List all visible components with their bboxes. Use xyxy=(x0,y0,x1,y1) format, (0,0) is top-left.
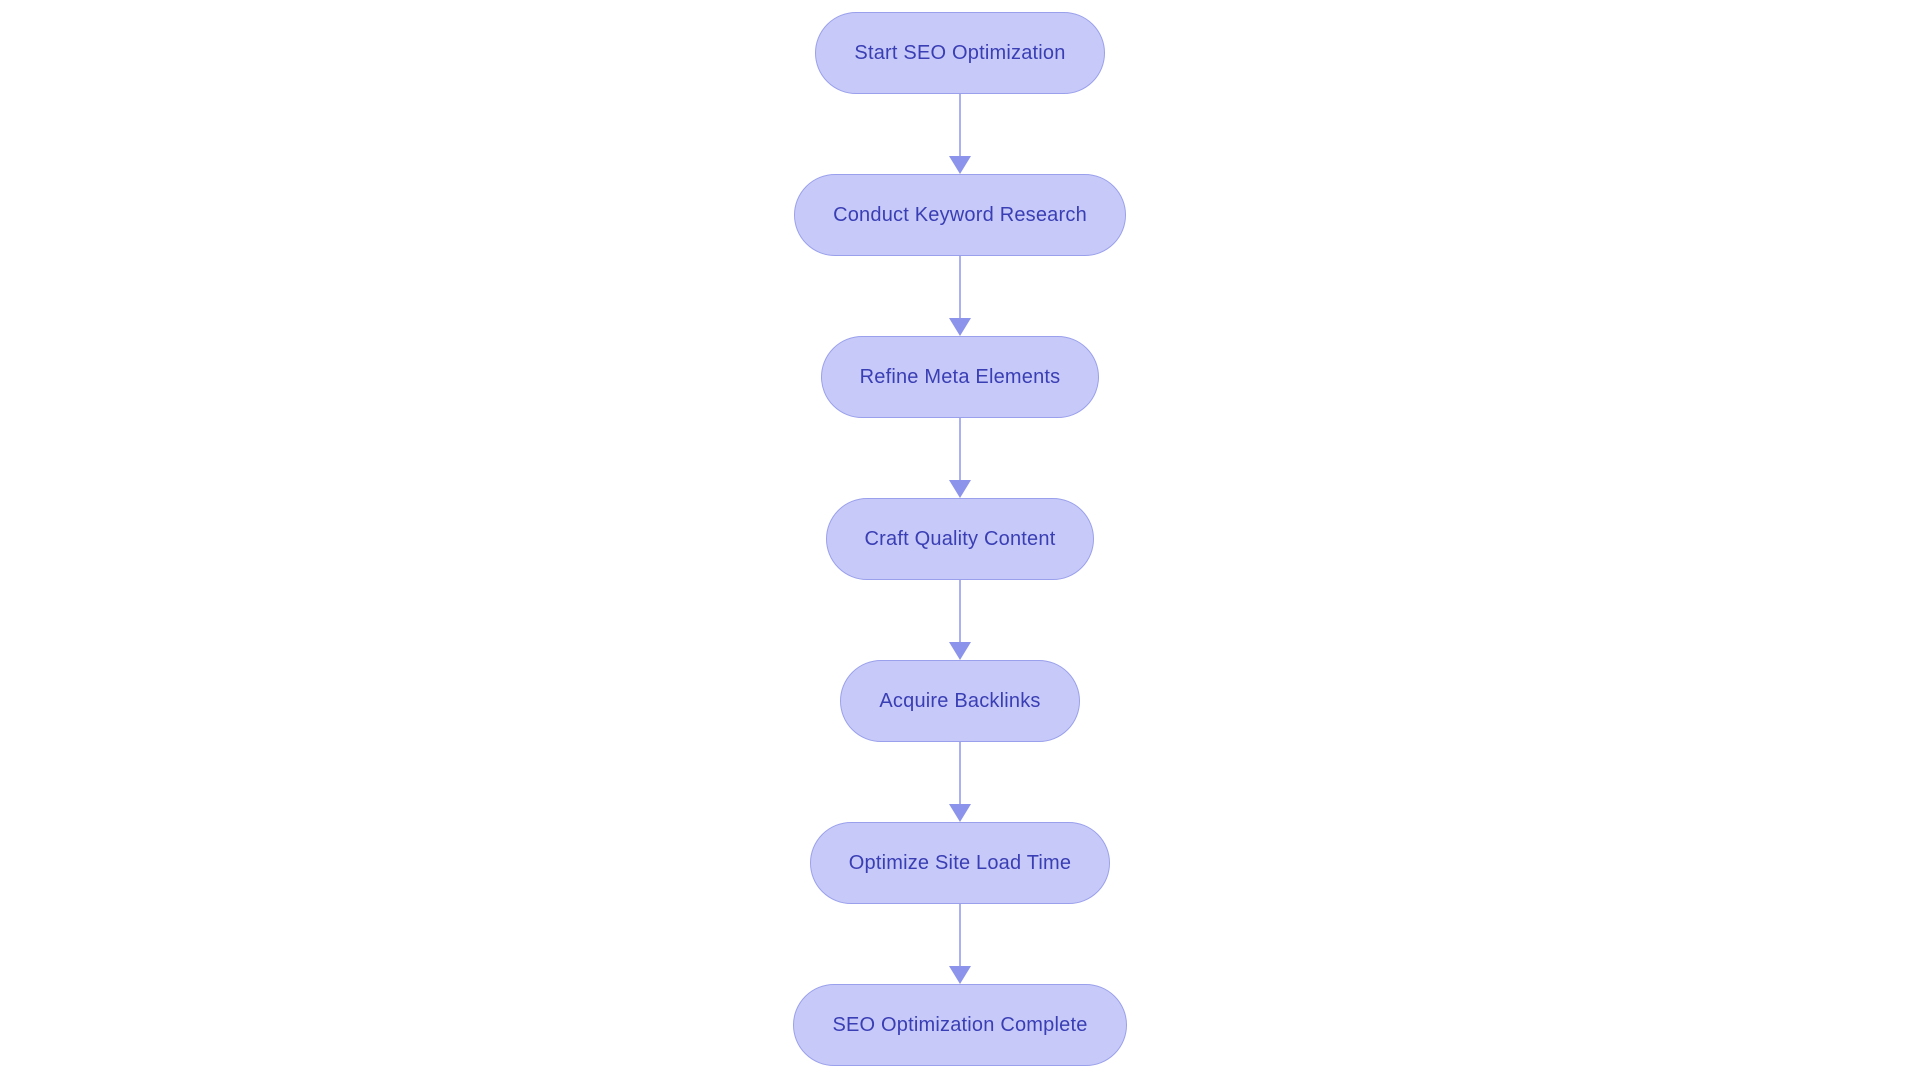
arrow-connector xyxy=(949,256,971,336)
arrow-line xyxy=(959,742,961,804)
flow-node-label: Acquire Backlinks xyxy=(879,689,1041,712)
flow-node-label: Start SEO Optimization xyxy=(854,41,1066,64)
flow-node-site-load-time: Optimize Site Load Time xyxy=(809,822,1111,904)
arrow-connector xyxy=(949,94,971,174)
flow-node-meta-elements: Refine Meta Elements xyxy=(820,336,1100,418)
arrow-connector xyxy=(949,418,971,498)
flow-node-complete: SEO Optimization Complete xyxy=(793,984,1127,1066)
arrow-head-icon xyxy=(949,642,971,660)
arrow-head-icon xyxy=(949,318,971,336)
arrow-line xyxy=(959,418,961,480)
flow-node-quality-content: Craft Quality Content xyxy=(825,498,1095,580)
flow-node-backlinks: Acquire Backlinks xyxy=(840,660,1080,742)
flow-node-label: Refine Meta Elements xyxy=(859,365,1061,388)
arrow-connector xyxy=(949,904,971,984)
flow-node-label: Optimize Site Load Time xyxy=(848,851,1072,874)
flow-node-label: Conduct Keyword Research xyxy=(833,203,1087,226)
arrow-head-icon xyxy=(949,480,971,498)
arrow-line xyxy=(959,904,961,966)
arrow-connector xyxy=(949,580,971,660)
arrow-connector xyxy=(949,742,971,822)
arrow-head-icon xyxy=(949,156,971,174)
flow-node-label: Craft Quality Content xyxy=(864,527,1056,550)
arrow-line xyxy=(959,256,961,318)
flow-node-start: Start SEO Optimization xyxy=(815,12,1105,94)
arrow-head-icon xyxy=(949,966,971,984)
flow-node-keyword-research: Conduct Keyword Research xyxy=(794,174,1126,256)
flow-node-label: SEO Optimization Complete xyxy=(832,1013,1088,1036)
arrow-head-icon xyxy=(949,804,971,822)
arrow-line xyxy=(959,94,961,156)
arrow-line xyxy=(959,580,961,642)
